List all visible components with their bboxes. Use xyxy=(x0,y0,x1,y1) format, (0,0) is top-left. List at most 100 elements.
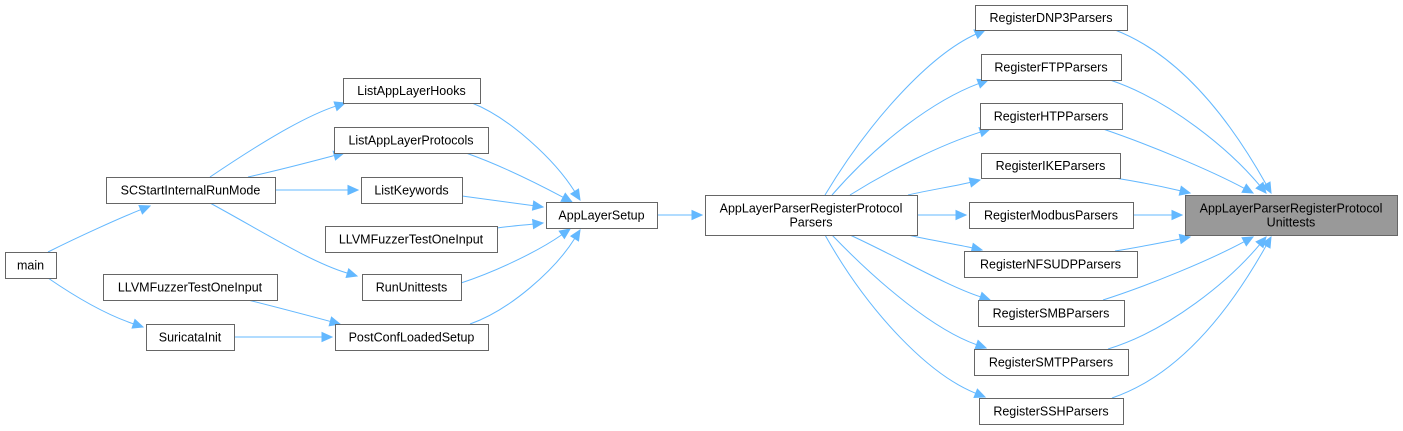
node-register-ssh-parsers[interactable]: RegisterSSHParsers xyxy=(979,398,1124,425)
arrowhead-icon xyxy=(333,101,347,112)
node-sc-start-internal-run-mode[interactable]: SCStartInternalRunMode xyxy=(106,177,276,204)
edge-line xyxy=(460,234,563,284)
edge-line xyxy=(907,234,973,249)
edge-line xyxy=(47,277,134,325)
node-box xyxy=(969,202,1134,229)
edge-line xyxy=(47,209,141,253)
edge-line xyxy=(461,195,534,207)
edge-post-conf-loaded-setup-to-app-layer-setup xyxy=(469,228,581,325)
edge-line xyxy=(1114,238,1181,252)
node-box xyxy=(546,202,658,229)
arrowhead-icon xyxy=(321,331,334,343)
edge-app-layer-parser-register-protocol-parsers-to-register-ike-parsers xyxy=(907,177,982,196)
edge-sc-start-internal-run-mode-to-list-keywords xyxy=(274,184,360,196)
node-label: RegisterSMBParsers xyxy=(993,307,1110,321)
node-llvm-fuzzer-test-one-input-2[interactable]: LLVMFuzzerTestOneInput xyxy=(325,226,498,253)
node-box xyxy=(1185,195,1398,236)
arrowhead-icon xyxy=(974,339,988,350)
edge-app-layer-parser-register-protocol-parsers-to-register-dnp3-parsers xyxy=(824,29,987,196)
node-label: AppLayerParserRegisterProtocol xyxy=(1200,202,1383,216)
node-register-modbus-parsers[interactable]: RegisterModbusParsers xyxy=(969,202,1134,229)
edge-line xyxy=(824,33,977,196)
node-box xyxy=(964,251,1138,278)
node-register-nfsudp-parsers[interactable]: RegisterNFSUDPParsers xyxy=(964,251,1138,278)
arrowhead-icon xyxy=(131,318,145,329)
node-box xyxy=(334,127,489,154)
arrowhead-icon xyxy=(560,192,574,203)
node-box xyxy=(981,153,1121,179)
nodes-layer: main SCStartInternalRunModeLLVMFuzzerTest… xyxy=(5,5,1398,425)
arrowhead-icon xyxy=(1171,209,1184,221)
node-suricata-init[interactable]: SuricataInit xyxy=(146,324,235,351)
node-label: RegisterNFSUDPParsers xyxy=(980,258,1121,272)
node-box xyxy=(5,252,57,279)
node-label: Parsers xyxy=(789,216,832,230)
arrowhead-icon xyxy=(1241,236,1255,247)
node-box xyxy=(981,54,1122,81)
arrowhead-icon xyxy=(978,291,992,302)
node-label: main xyxy=(17,259,44,273)
node-list-app-layer-protocols[interactable]: ListAppLayerProtocols xyxy=(334,127,489,154)
node-register-ike-parsers[interactable]: RegisterIKEParsers xyxy=(981,153,1121,179)
node-label: RegisterSSHParsers xyxy=(993,405,1108,419)
arrowhead-icon xyxy=(531,218,545,230)
edge-app-layer-parser-register-protocol-parsers-to-register-nfsudp-parsers xyxy=(907,234,984,253)
node-label: LLVMFuzzerTestOneInput xyxy=(118,281,263,295)
edge-line xyxy=(1102,241,1245,301)
edge-line xyxy=(1102,128,1245,189)
edge-sc-start-internal-run-mode-to-list-app-layer-protocols xyxy=(247,150,346,178)
node-main[interactable]: main xyxy=(5,252,57,279)
edge-register-htp-parsers-to-app-layer-parser-register-protocol-unittests xyxy=(1102,128,1255,194)
edge-app-layer-parser-register-protocol-parsers-to-register-smtp-parsers xyxy=(831,234,988,350)
node-label: RunUnittests xyxy=(376,281,448,295)
arrowhead-icon xyxy=(569,228,581,242)
node-box xyxy=(979,398,1124,425)
arrowhead-icon xyxy=(1178,185,1192,196)
node-llvm-fuzzer-test-one-input-1[interactable]: LLVMFuzzerTestOneInput xyxy=(103,274,278,301)
node-label: ListKeywords xyxy=(374,184,448,198)
node-register-htp-parsers[interactable]: RegisterHTPParsers xyxy=(980,103,1123,130)
node-register-ftp-parsers[interactable]: RegisterFTPParsers xyxy=(981,54,1122,81)
node-box xyxy=(974,349,1129,376)
node-list-keywords[interactable]: ListKeywords xyxy=(361,177,463,204)
arrowhead-icon xyxy=(1261,235,1272,249)
arrowhead-icon xyxy=(1261,181,1272,195)
node-label: RegisterFTPParsers xyxy=(994,61,1107,75)
node-register-smtp-parsers[interactable]: RegisterSMTPParsers xyxy=(974,349,1129,376)
node-post-conf-loaded-setup[interactable]: PostConfLoadedSetup xyxy=(335,324,489,351)
node-label: RegisterModbusParsers xyxy=(984,209,1118,223)
arrowhead-icon xyxy=(345,267,359,279)
edge-register-ftp-parsers-to-app-layer-parser-register-protocol-unittests xyxy=(1109,79,1267,194)
edge-line xyxy=(465,152,564,198)
edge-line xyxy=(496,223,534,229)
node-list-app-layer-hooks[interactable]: ListAppLayerHooks xyxy=(343,78,481,104)
node-register-smb-parsers[interactable]: RegisterSMBParsers xyxy=(978,300,1125,327)
node-label: RegisterIKEParsers xyxy=(996,159,1106,173)
edge-list-keywords-to-app-layer-setup xyxy=(461,195,545,211)
edge-line xyxy=(247,299,331,322)
edge-app-layer-parser-register-protocol-parsers-to-register-ftp-parsers xyxy=(831,78,990,196)
node-app-layer-setup[interactable]: AppLayerSetup xyxy=(546,202,658,229)
edge-suricata-init-to-post-conf-loaded-setup xyxy=(233,331,334,343)
node-run-unittests[interactable]: RunUnittests xyxy=(362,274,462,301)
node-box xyxy=(361,177,463,204)
node-label: RegisterDNP3Parsers xyxy=(990,11,1113,25)
edge-line xyxy=(209,105,336,178)
arrowhead-icon xyxy=(531,200,545,211)
edge-llvm-fuzzer-test-one-input-1-to-post-conf-loaded-setup xyxy=(247,299,342,327)
node-box xyxy=(975,5,1128,31)
arrowhead-icon xyxy=(1241,183,1255,194)
edge-run-unittests-to-app-layer-setup xyxy=(460,228,571,284)
edge-llvm-fuzzer-test-one-input-2-to-app-layer-setup xyxy=(496,218,545,230)
node-register-dnp3-parsers[interactable]: RegisterDNP3Parsers xyxy=(975,5,1128,31)
arrowhead-icon xyxy=(973,29,987,40)
arrowhead-icon xyxy=(347,184,360,196)
edge-line xyxy=(1107,244,1260,350)
node-box xyxy=(705,195,918,236)
node-box xyxy=(325,226,498,253)
arrowhead-icon xyxy=(970,242,984,253)
edge-main-to-sc-start-internal-run-mode xyxy=(47,205,152,253)
